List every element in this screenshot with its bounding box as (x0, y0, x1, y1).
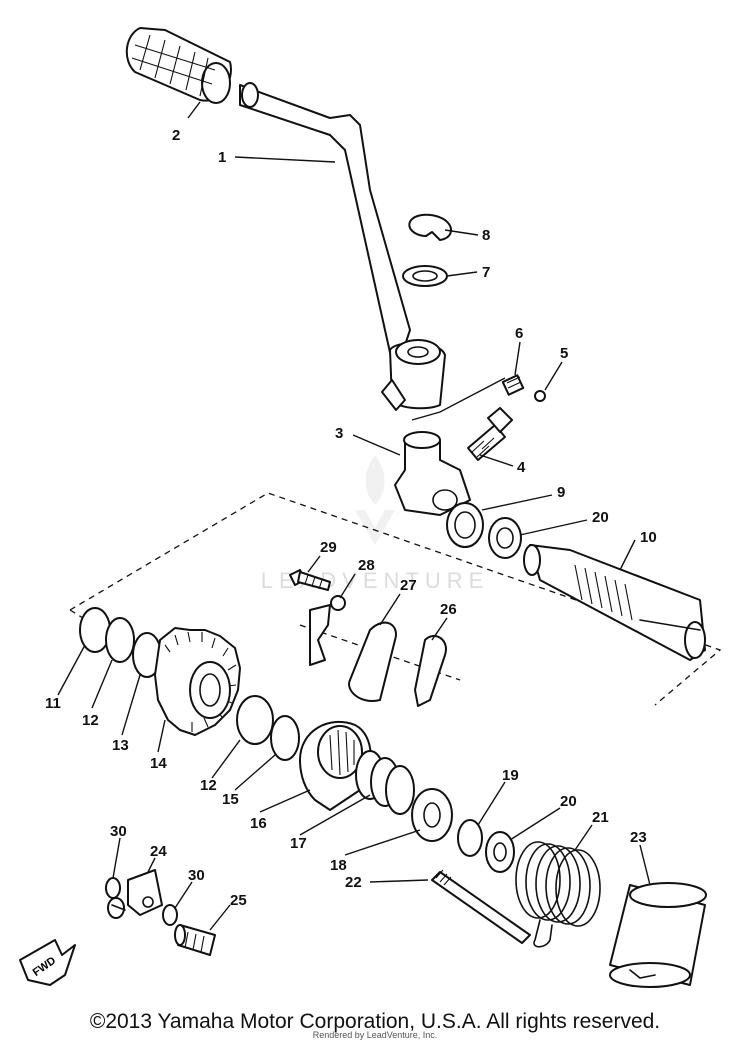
part-24-clip (414, 635, 447, 707)
callout-26: 28 (358, 557, 375, 574)
part-21-torsion-spring (515, 841, 601, 948)
copyright-notice: ©2013 Yamaha Motor Corporation, U.S.A. A… (89, 1010, 661, 1033)
part-27-bolt (289, 569, 331, 591)
callout-16: 16 (250, 815, 267, 832)
callout-9: 9 (557, 484, 565, 501)
callout-11: 11 (45, 695, 61, 712)
part-6-reference-line (411, 377, 506, 421)
part-1-kick-lever (239, 82, 446, 411)
callout-13: 13 (112, 737, 129, 754)
part-20-washer-upper (488, 517, 522, 559)
callout-1: 1 (218, 149, 226, 166)
part-16-ratchet (299, 720, 372, 811)
rendered-by-notice: Rendered by LeadVenture, Inc. (312, 1030, 438, 1040)
part-6-pinch-bolt (501, 374, 525, 396)
callout-29: 25 (230, 892, 247, 909)
part-3-kick-boss (394, 431, 471, 516)
fwd-arrow-badge: FWD (19, 939, 76, 986)
callout-23: 23 (630, 829, 647, 846)
part-7-washer (402, 265, 448, 287)
part-2-grip (125, 27, 232, 104)
callout-14: 14 (150, 755, 167, 772)
part-9-oil-seal (446, 502, 484, 548)
callout-22: 22 (345, 874, 362, 891)
leader-lines (57, 101, 651, 931)
part-5-ball (534, 390, 546, 402)
callout-7: 7 (482, 264, 490, 281)
callout-30-left: 30 (110, 823, 127, 840)
part-23-cover (609, 882, 707, 988)
part-29-shaft (174, 924, 216, 956)
part-30-washer-right (162, 904, 178, 926)
part-22-pin (431, 869, 531, 944)
part-4-bolt (467, 407, 513, 461)
part-25-plate (309, 604, 331, 666)
part-18-washer (411, 788, 453, 842)
callout-25: 27 (400, 577, 417, 594)
callout-labels: 2 1 8 7 6 5 3 4 9 20 10 29 28 27 26 11 1… (45, 127, 657, 909)
callout-28: 24 (150, 843, 167, 860)
callout-18: 18 (330, 857, 347, 874)
part-8-circlip (408, 213, 452, 241)
part-19-circlip (457, 819, 483, 857)
callout-15: 15 (222, 791, 239, 808)
callout-20-upper: 20 (592, 509, 609, 526)
part-12-washer-left (105, 617, 135, 663)
part-10-kick-axle (523, 544, 706, 661)
part-14-kick-gear (154, 627, 241, 736)
callout-12-left: 12 (82, 712, 99, 729)
part-28-bracket (127, 869, 163, 916)
callout-8: 8 (482, 227, 490, 244)
part-15-circlip (270, 715, 300, 761)
callout-4: 4 (517, 459, 526, 476)
part-20-washer-lower (485, 831, 515, 873)
callout-30-right: 30 (188, 867, 205, 884)
part-25-stopper (348, 621, 397, 702)
callout-6: 6 (515, 325, 523, 342)
assembly-outline (69, 492, 722, 706)
callout-3: 3 (335, 425, 343, 442)
part-12-washer-right (236, 695, 274, 745)
callout-5: 5 (560, 345, 568, 362)
part-26-washer (330, 595, 346, 611)
callout-19: 19 (502, 767, 519, 784)
callout-21: 21 (592, 809, 609, 826)
callout-2: 2 (172, 127, 180, 144)
callout-17: 17 (290, 835, 307, 852)
watermark-logo (355, 455, 395, 545)
callout-12-right: 12 (200, 777, 217, 794)
callout-10: 10 (640, 529, 657, 546)
callout-20-lower: 20 (560, 793, 577, 810)
callout-24: 26 (440, 601, 457, 618)
part-30-washer-left (105, 877, 126, 919)
callout-27: 29 (320, 539, 337, 556)
part-17-spring (355, 750, 415, 815)
